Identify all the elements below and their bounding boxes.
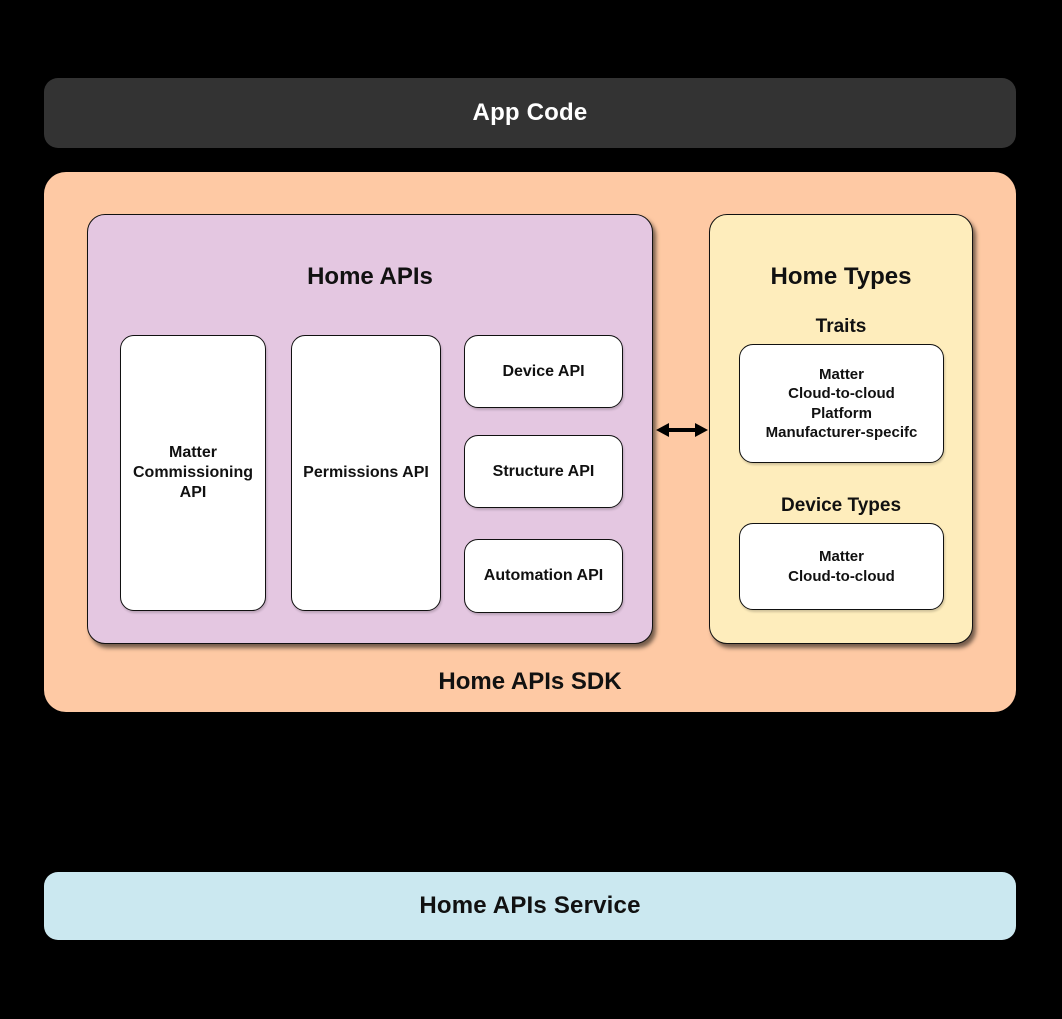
- device-types-box: Matter Cloud-to-cloud: [739, 523, 944, 610]
- structure-api-label: Structure API: [492, 462, 595, 480]
- matter-commissioning-api-label: Matter Commissioning API: [133, 443, 253, 503]
- left-right-arrow-icon: [656, 423, 708, 437]
- trait-item: Matter: [818, 365, 864, 383]
- app-code-label: App Code: [472, 99, 588, 126]
- device-type-item: Matter: [818, 548, 864, 565]
- structure-api-box: Structure API: [464, 435, 623, 508]
- label-line: API: [179, 484, 207, 501]
- home-apis-sdk-box: Home APIs Matter Commissioning API Permi…: [44, 172, 1016, 712]
- automation-api-box: Automation API: [464, 539, 623, 613]
- permissions-api-label: Permissions API: [303, 464, 429, 481]
- traits-box: Matter Cloud-to-cloud Platform Manufactu…: [739, 344, 944, 463]
- label-line: Matter: [168, 444, 217, 461]
- home-apis-title: Home APIs: [307, 263, 433, 290]
- trait-item: Manufacturer-specifc: [765, 424, 918, 441]
- matter-commissioning-api-box: Matter Commissioning API: [120, 335, 266, 611]
- traits-list: Matter Cloud-to-cloud Platform Manufactu…: [766, 365, 918, 443]
- home-apis-service-box: Home APIs Service: [44, 872, 1016, 940]
- device-api-label: Device API: [502, 362, 585, 380]
- traits-heading: Traits: [815, 316, 867, 337]
- home-apis-service-label: Home APIs Service: [419, 892, 641, 919]
- label-line: Commissioning: [132, 464, 253, 481]
- trait-item: Cloud-to-cloud: [788, 385, 895, 402]
- home-apis-sdk-label: Home APIs SDK: [438, 668, 622, 695]
- permissions-api-box: Permissions API: [291, 335, 441, 611]
- device-api-box: Device API: [464, 335, 623, 408]
- app-code-box: App Code: [44, 78, 1016, 148]
- device-type-item: Cloud-to-cloud: [788, 567, 895, 585]
- device-types-heading: Device Types: [780, 495, 902, 516]
- home-apis-panel: Home APIs Matter Commissioning API Permi…: [87, 214, 653, 644]
- automation-api-label: Automation API: [483, 567, 604, 584]
- home-types-panel: Home Types Traits Matter Cloud-to-cloud …: [709, 214, 973, 644]
- device-types-list: Matter Cloud-to-cloud: [788, 547, 895, 586]
- trait-item: Platform: [811, 404, 872, 422]
- home-types-title: Home Types: [770, 263, 912, 290]
